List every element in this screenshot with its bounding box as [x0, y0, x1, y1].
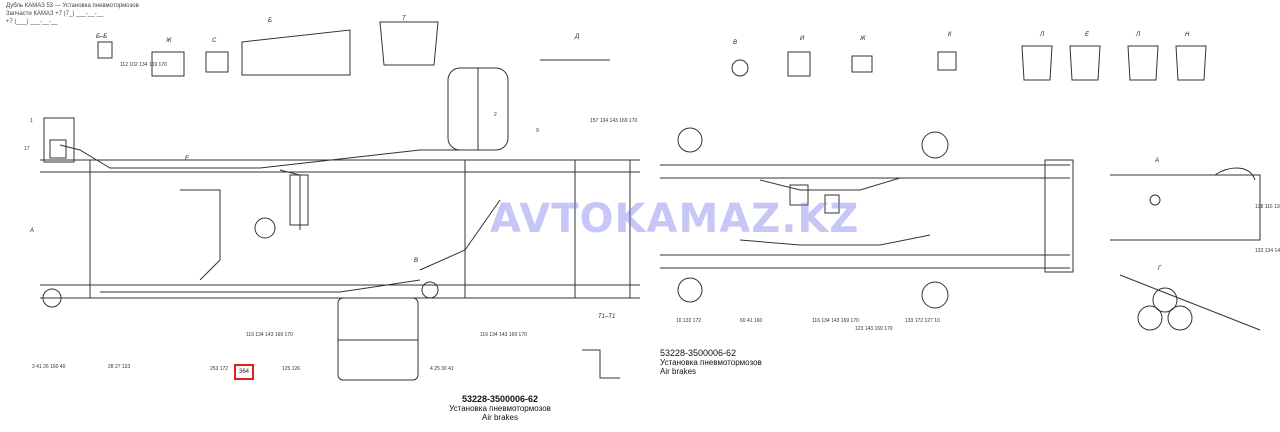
svg-text:2: 2 [494, 112, 497, 118]
right-caption-ru: Установка пневмотормозов [660, 358, 762, 367]
svg-text:С: С [212, 38, 217, 44]
svg-text:Т: Т [402, 16, 407, 22]
header-line-3: +7 (___) ___-__-__ [6, 19, 58, 25]
svg-text:Н: Н [1185, 32, 1190, 38]
left-caption-en: Air brakes [481, 413, 518, 422]
svg-text:К: К [948, 32, 952, 38]
right-caption: 53228-3500006-62 Установка пневмотормозо… [660, 348, 800, 376]
svg-text:253 172: 253 172 [210, 366, 228, 372]
svg-text:10 133 172: 10 133 172 [676, 318, 701, 324]
watermark: AVTOKAMAZ.KZ [490, 196, 860, 242]
highlighted-part-number: 364 [238, 369, 249, 375]
right-caption-en: Air brakes [660, 367, 697, 376]
svg-text:60 41 160: 60 41 160 [740, 318, 762, 324]
svg-text:В: В [733, 40, 737, 46]
svg-text:133 172 127 10: 133 172 127 10 [905, 318, 940, 324]
svg-text:А: А [1154, 158, 1159, 164]
svg-text:В: В [414, 258, 418, 264]
svg-text:116 134 143 169 170: 116 134 143 169 170 [480, 332, 527, 338]
svg-text:Б: Б [268, 18, 272, 24]
svg-text:Е: Е [185, 156, 190, 162]
svg-text:Л: Л [1039, 32, 1045, 38]
svg-text:4 25 30 41: 4 25 30 41 [430, 366, 454, 372]
left-caption: 53228-3500006-62 Установка пневмотормозо… [430, 394, 570, 422]
svg-text:112 102 134 169 170: 112 102 134 169 170 [120, 62, 167, 68]
svg-text:Ж: Ж [859, 36, 866, 42]
header-line-2: Запчасти КАМАЗ +7 (7_) ___-__-__ [6, 11, 104, 17]
header-line-1: Дубль КАМАЗ 53 — Установка пневмотормозо… [6, 3, 139, 9]
svg-text:Д: Д [574, 34, 580, 40]
svg-text:Л: Л [1135, 32, 1141, 38]
svg-text:Е: Е [1085, 32, 1090, 38]
svg-text:Г: Г [1158, 266, 1162, 272]
svg-text:125 126: 125 126 [282, 366, 300, 372]
right-caption-code: 53228-3500006-62 [660, 348, 737, 358]
svg-text:138 116 134 143 169: 138 116 134 143 169 [1255, 204, 1280, 210]
svg-text:157 134 143 169 170: 157 134 143 169 170 [590, 118, 637, 124]
svg-text:132 134 143 169 170: 132 134 143 169 170 [1255, 248, 1280, 254]
svg-text:123 143 169 170: 123 143 169 170 [855, 326, 893, 332]
svg-text:17: 17 [24, 146, 30, 152]
svg-text:116 134 143 169 170: 116 134 143 169 170 [812, 318, 859, 324]
highlighted-part-callout[interactable]: 364 [234, 364, 254, 380]
left-caption-ru: Установка пневмотормозов [449, 404, 551, 413]
svg-text:Т1–Т1: Т1–Т1 [598, 314, 615, 320]
svg-text:Ж: Ж [165, 38, 172, 44]
svg-text:9: 9 [536, 128, 539, 134]
svg-text:28 27 133: 28 27 133 [108, 364, 130, 370]
svg-text:И: И [800, 36, 805, 42]
svg-text:Б–Б: Б–Б [96, 34, 107, 40]
svg-text:А: А [29, 228, 34, 234]
svg-text:1: 1 [30, 118, 33, 124]
svg-text:116 134 143 169 170: 116 134 143 169 170 [246, 332, 293, 338]
svg-text:3 41 26 160 40: 3 41 26 160 40 [32, 364, 66, 370]
left-caption-code: 53228-3500006-62 [461, 394, 539, 404]
